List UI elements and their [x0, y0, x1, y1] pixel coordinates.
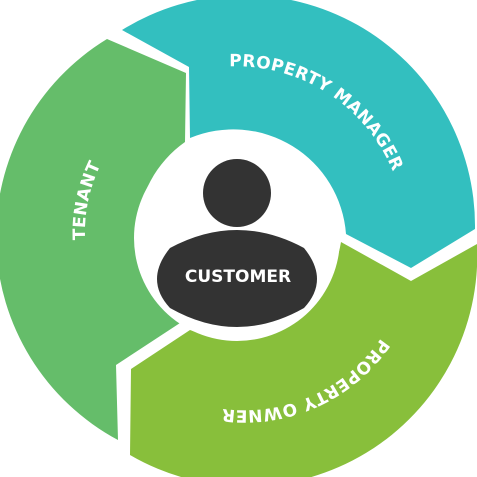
segment-tenant — [0, 39, 186, 440]
person-head — [203, 159, 271, 227]
segment-property-manager — [122, 0, 476, 268]
center-label: CUSTOMER — [185, 267, 291, 287]
person-body — [157, 230, 317, 327]
person-icon — [157, 159, 317, 327]
segment-property-owner — [130, 242, 477, 477]
